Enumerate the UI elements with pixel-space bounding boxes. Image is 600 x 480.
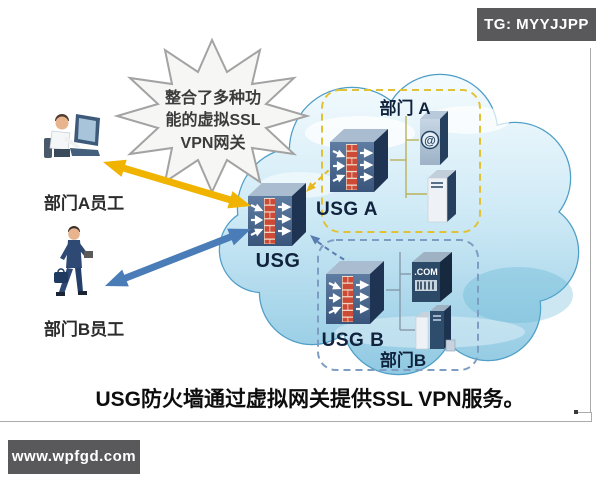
frame-handle-dot [574,410,578,414]
network-diagram: @ .COM [44,37,580,376]
frame-line-bottom [0,421,592,422]
usg-a-label: USG A [316,199,378,220]
ssl-vpn-arrow-dept-b [105,228,251,287]
dept-b-employee-icon [54,226,93,296]
caption: USG防火墙通过虚拟网关提供SSL VPN服务。 [95,388,525,411]
web-server-com-icon: .COM [412,252,452,302]
dept-b-lan-links [386,252,415,331]
frame-line-right [590,48,591,413]
watermark-badge-top: TG: MYYJJPP [477,8,596,41]
dept-a-employee-label: 部门A员工 [43,194,125,213]
usg-b-firewall-icon [326,261,384,324]
frame-notch-v [591,412,592,422]
frame-notch-h [577,412,592,413]
usg-firewall-icon [248,183,306,246]
callout-text: 整合了多种功 能的虚拟SSL VPN网关 [164,90,261,152]
ssl-vpn-arrow-dept-a [103,159,251,209]
dept-a-lan-links [390,116,427,198]
usg-b-label: USG B [321,330,385,351]
dept-b-employee-label: 部门B员工 [43,320,125,339]
dept-a-boundary [321,89,481,233]
mail-server-icon: @ [420,111,448,165]
file-server-icon [427,170,456,223]
watermark-badge-bottom: www.wpfgd.com [8,440,140,474]
dept-b-boundary [317,239,479,371]
dept-a-employee-icon [44,114,100,158]
dept-a-title: 部门 A [379,99,431,118]
callout-starburst [113,37,311,195]
dept-b-title: 部门B [379,351,427,370]
mail-at-glyph: @ [424,134,436,148]
file-server-pair-icon [415,305,456,352]
web-server-com-label: .COM [414,267,438,277]
usg-label: USG [255,250,301,272]
usg-a-firewall-icon [330,129,388,192]
